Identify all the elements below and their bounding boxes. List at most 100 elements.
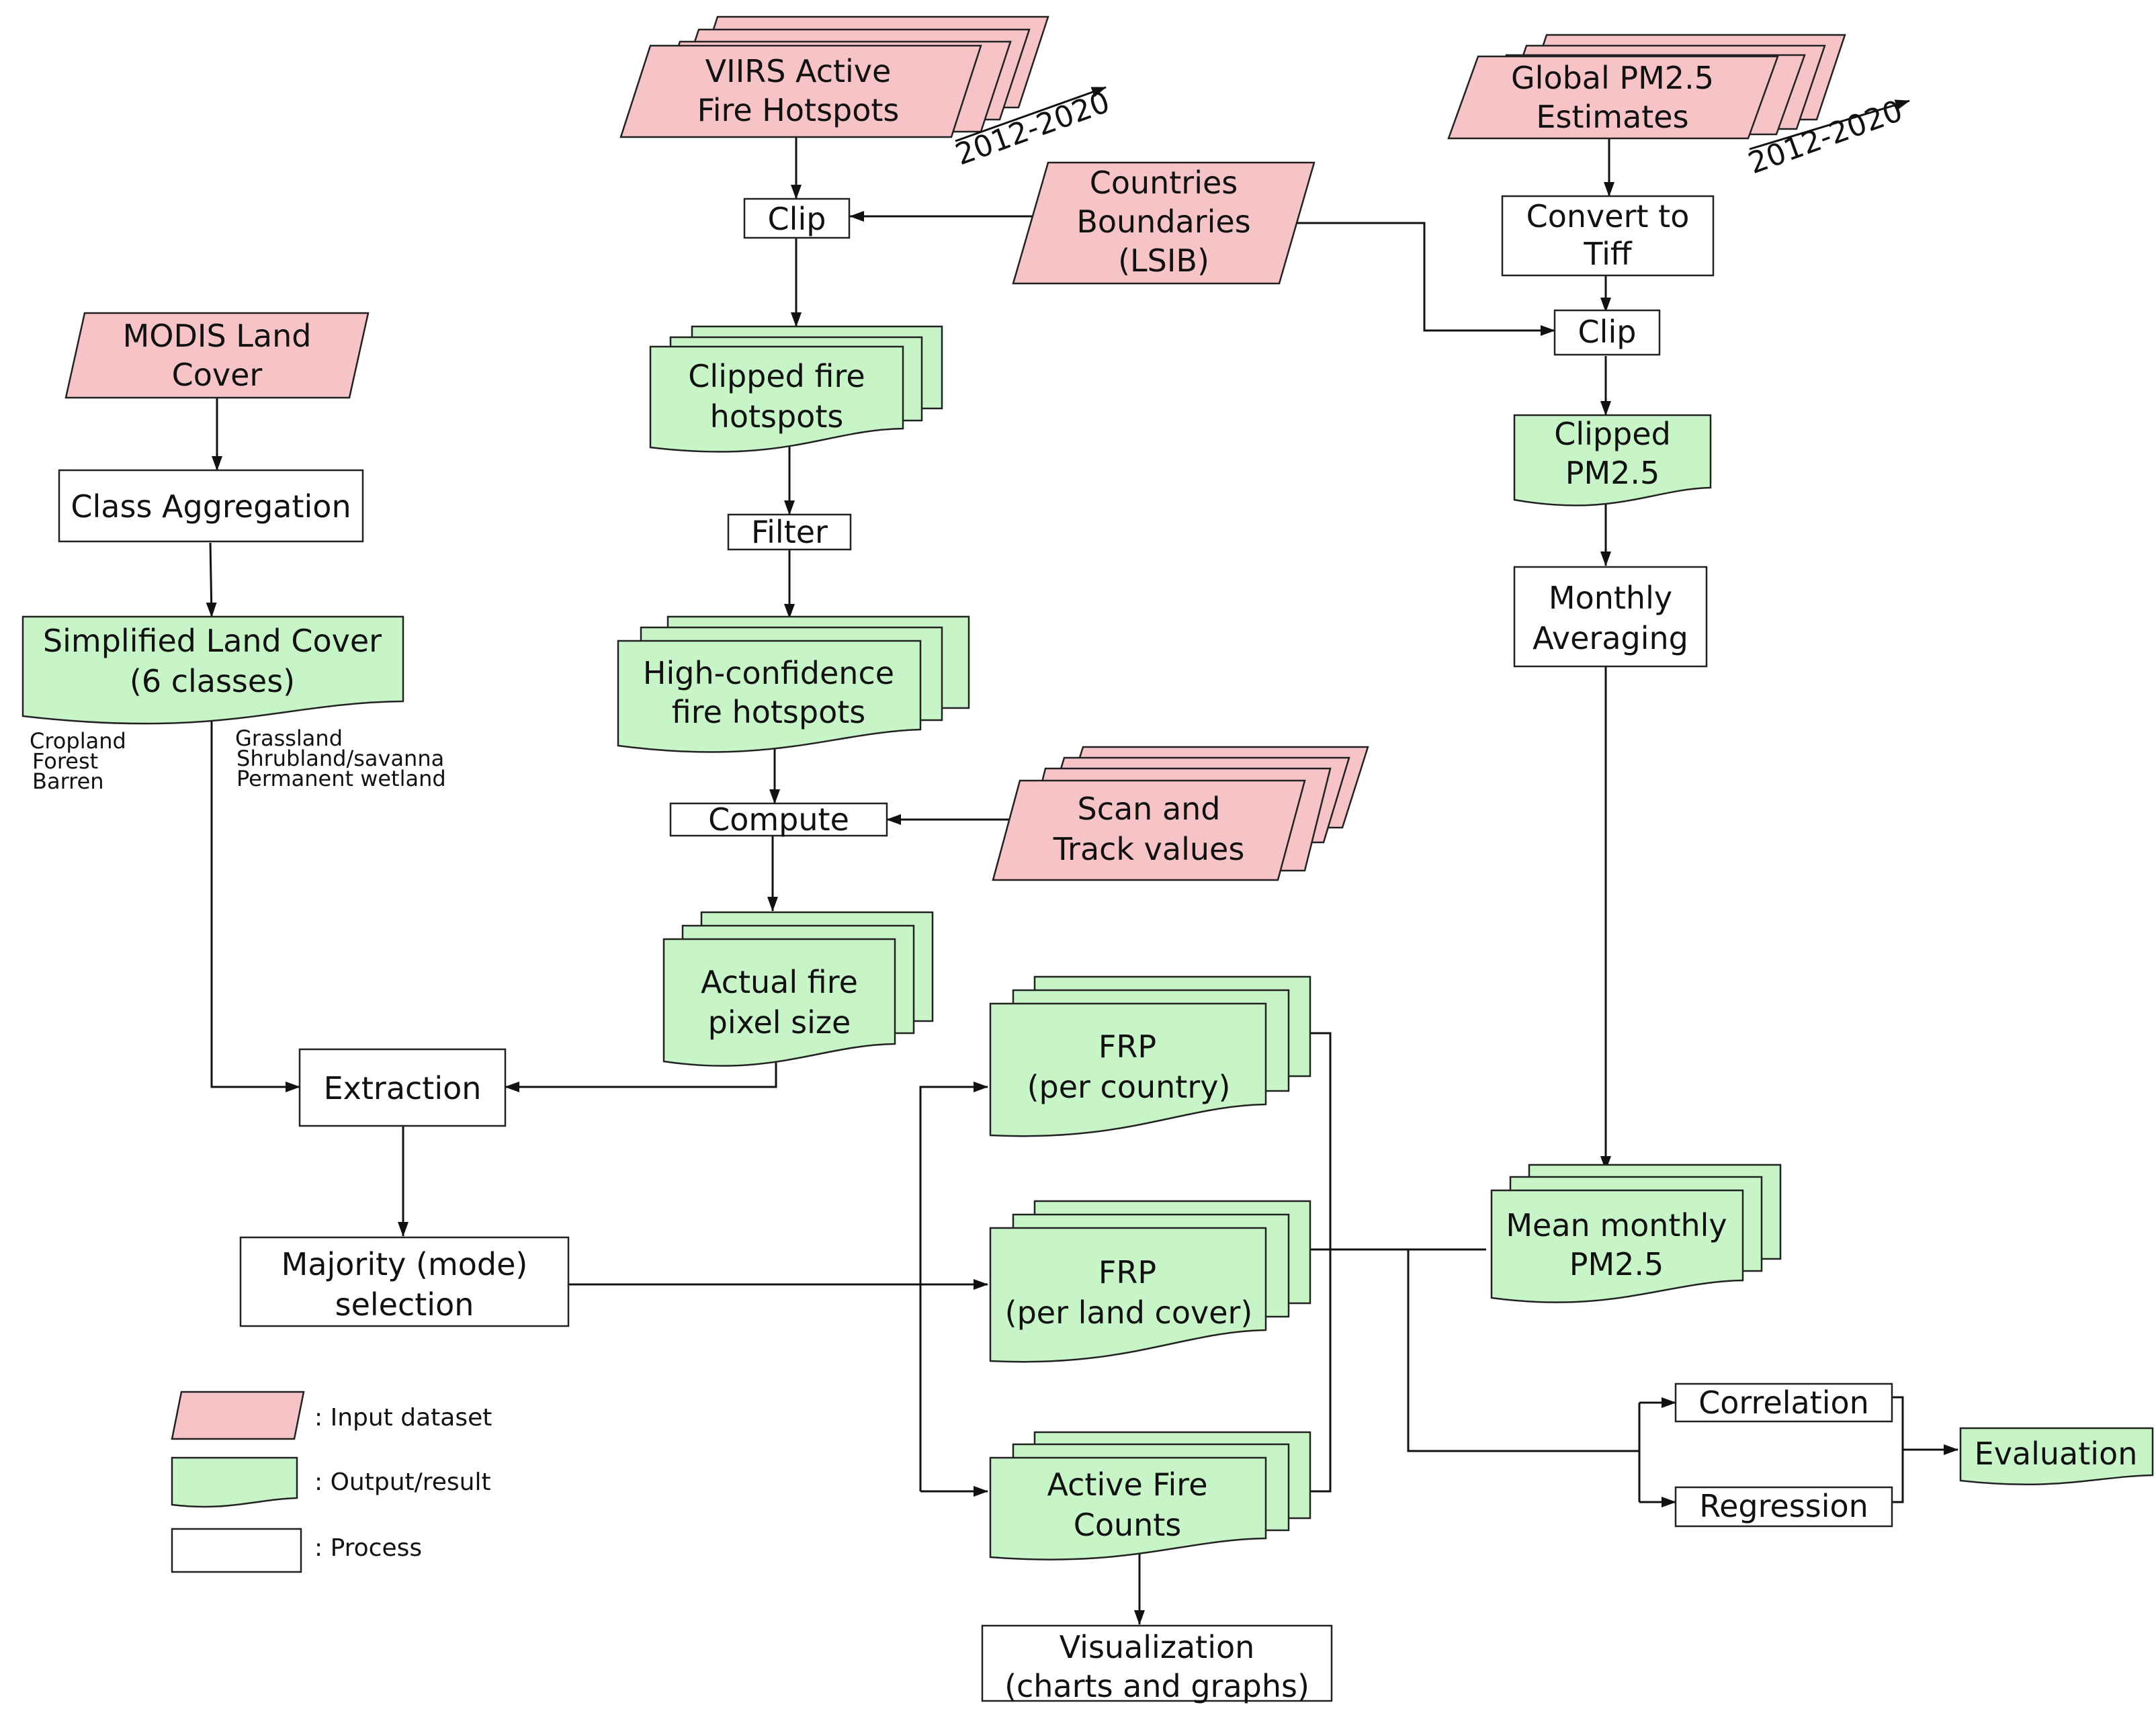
- scan-track-label-2: Track values: [1053, 831, 1245, 867]
- visualization-process: Visualization (charts and graphs): [981, 1624, 1333, 1704]
- majority-selection-process: Majority (mode) selection: [239, 1236, 570, 1327]
- filter-label: Filter: [751, 514, 828, 550]
- process-box: [1513, 566, 1708, 668]
- land-cover-classes-list: Cropland Forest Barren Grassland Shrubla…: [30, 726, 446, 794]
- modis-land-cover-node: MODIS Land Cover: [64, 312, 370, 399]
- edge-vertical-bus-to-frp-country: [919, 1082, 988, 1491]
- active-counts-label-1: Active Fire: [1047, 1466, 1207, 1503]
- frp-per-land-cover-node: FRP (per land cover): [989, 1200, 1311, 1363]
- wavy-document-shape: [649, 345, 904, 453]
- wavy-document-shape: [662, 938, 896, 1067]
- edge-actual-pixel-to-extraction: [505, 1063, 777, 1092]
- monthly-averaging-process: Monthly Averaging: [1513, 566, 1708, 668]
- high-conf-label-2: fire hotspots: [672, 694, 865, 730]
- legend-process-swatch: [171, 1528, 302, 1573]
- mean-pm-label-1: Mean monthly: [1506, 1207, 1727, 1243]
- regression-label: Regression: [1699, 1488, 1868, 1524]
- edge-simplified-lc-to-extraction: [210, 719, 300, 1092]
- correlation-label: Correlation: [1698, 1385, 1869, 1421]
- clipped-fire-label-2: hotspots: [710, 398, 844, 435]
- scan-track-label-1: Scan and: [1078, 791, 1221, 827]
- frp-country-label-2: (per country): [1027, 1069, 1231, 1105]
- legend-process-label: : Process: [314, 1534, 422, 1562]
- clipped-pm-label-1: Clipped: [1554, 416, 1671, 452]
- countries-label-2: Boundaries: [1076, 204, 1250, 240]
- clip-pm-process: Clip: [1553, 309, 1661, 356]
- legend-output-swatch: [171, 1456, 298, 1508]
- majority-label-2: selection: [335, 1286, 474, 1323]
- high-confidence-hotspots-node: High-confidence fire hotspots: [617, 615, 970, 753]
- edge-class-agg-to-simplified-lc: [206, 542, 217, 617]
- actual-pixel-size-node: Actual fire pixel size: [662, 911, 934, 1067]
- global-pm25-node: Global PM2.5 Estimates: [1447, 34, 1846, 140]
- clip-pm-label: Clip: [1578, 314, 1637, 350]
- evaluation-node: Evaluation: [1959, 1427, 2154, 1486]
- simplified-land-cover-node: Simplified Land Cover (6 classes): [21, 615, 404, 725]
- convert-tiff-label-1: Convert to: [1526, 198, 1690, 234]
- wavy-document-shape: [1959, 1427, 2154, 1486]
- process-box: [743, 197, 851, 239]
- class-forest: Forest: [32, 748, 98, 774]
- wavy-document-shape: [617, 640, 922, 753]
- countries-label-3: (LSIB): [1118, 243, 1209, 279]
- class-aggregation-process: Class Aggregation: [58, 469, 364, 543]
- convert-tiff-process: Convert to Tiff: [1501, 195, 1715, 277]
- process-box: [58, 469, 364, 543]
- stack-layer: [992, 779, 1306, 881]
- mean-monthly-pm25-node: Mean monthly PM2.5: [1490, 1163, 1782, 1303]
- parallelogram-shape: [1012, 161, 1316, 285]
- countries-boundaries-node: Countries Boundaries (LSIB): [1012, 161, 1316, 285]
- years-double-arrow: [955, 86, 1107, 142]
- process-box: [727, 513, 852, 551]
- process-box: [1674, 1486, 1893, 1528]
- legend-input-label: : Input dataset: [314, 1404, 492, 1432]
- filter-process: Filter: [727, 513, 852, 551]
- mean-pm-label-2: PM2.5: [1569, 1246, 1664, 1282]
- process-box: [1501, 195, 1715, 277]
- clipped-pm-label-2: PM2.5: [1565, 455, 1660, 491]
- class-cropland: Cropland: [30, 728, 126, 754]
- edges: [206, 137, 1958, 1625]
- active-counts-label-2: Counts: [1074, 1507, 1182, 1543]
- years-double-arrow: [1749, 99, 1910, 150]
- viirs-label-1: VIIRS Active: [705, 53, 892, 89]
- modis-label-2: Cover: [172, 357, 263, 393]
- wavy-document-shape: [989, 1456, 1267, 1561]
- regression-process: Regression: [1674, 1486, 1893, 1528]
- compute-process: Compute: [669, 801, 888, 838]
- viirs-active-fire-node: VIIRS Active Fire Hotspots: [619, 15, 1049, 138]
- clip-fire-label: Clip: [768, 201, 826, 237]
- simplified-lc-label-2: (6 classes): [130, 663, 295, 699]
- clipped-fire-hotspots-node: Clipped fire hotspots: [649, 325, 943, 453]
- global-pm25-label-1: Global PM2.5: [1511, 60, 1714, 96]
- majority-label-1: Majority (mode): [282, 1246, 528, 1282]
- class-grassland: Grassland: [235, 726, 343, 751]
- clipped-pm25-node: Clipped PM2.5: [1513, 414, 1712, 507]
- wavy-document-shape: [1490, 1189, 1744, 1303]
- legend-output-label: : Output/result: [314, 1468, 491, 1496]
- frp-lc-label-1: FRP: [1098, 1254, 1156, 1290]
- viirs-label-2: Fire Hotspots: [697, 92, 900, 128]
- wavy-document-shape: [989, 1002, 1267, 1137]
- scan-track-node: Scan and Track values: [992, 746, 1369, 881]
- edge-to-analysis: [1407, 1249, 1639, 1452]
- high-conf-label-1: High-confidence: [643, 655, 894, 691]
- class-shrubland: Shrubland/savanna: [236, 746, 444, 771]
- extraction-process: Extraction: [298, 1048, 507, 1127]
- active-fire-counts-node: Active Fire Counts: [989, 1431, 1311, 1561]
- frp-lc-label-2: (per land cover): [1005, 1294, 1253, 1331]
- clipped-fire-label-1: Clipped fire: [688, 358, 865, 394]
- stack-layer: [1447, 55, 1779, 140]
- process-box: [1674, 1382, 1893, 1423]
- wavy-document-shape: [1513, 414, 1712, 507]
- class-wetland: Permanent wetland: [236, 766, 446, 791]
- clip-fire-process: Clip: [743, 197, 851, 239]
- countries-label-1: Countries: [1090, 165, 1238, 201]
- actual-pixel-label-1: Actual fire: [701, 964, 858, 1000]
- edge-results-join: [1892, 1396, 1904, 1503]
- evaluation-label: Evaluation: [1975, 1436, 2138, 1472]
- class-barren: Barren: [32, 768, 104, 794]
- wavy-document-shape: [989, 1227, 1267, 1363]
- monthly-label-2: Averaging: [1533, 620, 1688, 656]
